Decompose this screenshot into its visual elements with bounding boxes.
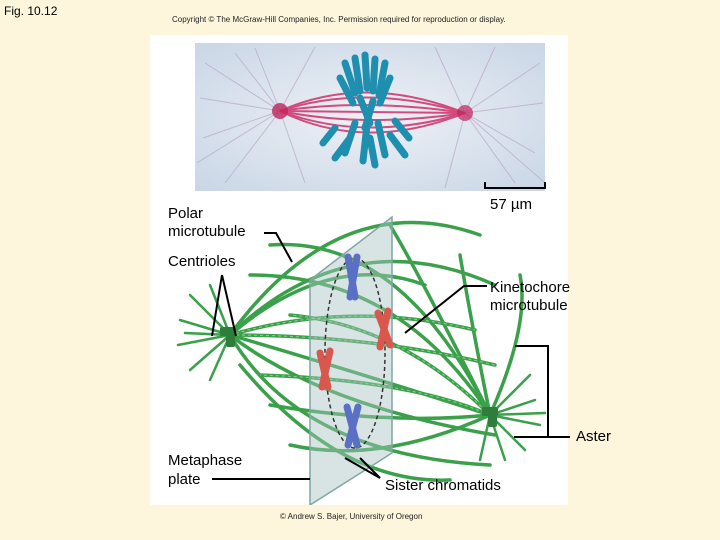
centrioles-leader-1: [211, 274, 223, 337]
centrioles-leader-2: [221, 274, 237, 337]
photo-credit: © Andrew S. Bajer, University of Oregon: [280, 512, 423, 521]
sister-chromatids-label: Sister chromatids: [385, 477, 501, 494]
chromosome-left: [316, 347, 334, 391]
sister-leader-1: [344, 457, 381, 479]
sister-leader-2: [359, 457, 381, 479]
scale-bar-label: 57 µm: [490, 196, 532, 213]
chromosome-top: [344, 253, 361, 301]
centrioles-label: Centrioles: [168, 253, 236, 270]
figure-label: Fig. 10.12: [4, 4, 58, 18]
kinetochore-leader: [404, 285, 487, 334]
left-centrioles: [220, 327, 236, 347]
kinetochore-microtubule-label-line2: microtubule: [490, 297, 568, 314]
kinetochore-microtubule-label-line1: Kinetochore: [490, 279, 571, 296]
right-centrioles: [482, 407, 498, 427]
aster-label: Aster: [576, 428, 612, 445]
figure-panel: [150, 35, 568, 505]
chromosome-bottom: [343, 403, 362, 449]
aster-bracket: [514, 345, 549, 438]
polar-microtubule-label-line2: microtubule: [168, 223, 246, 240]
metaphase-plate: [309, 215, 393, 505]
chromosome-right: [374, 307, 394, 351]
metaphase-plate-label-line2: plate: [168, 471, 201, 488]
copyright-notice: Copyright © The McGraw-Hill Companies, I…: [172, 15, 506, 24]
polar-leader: [264, 232, 293, 263]
spindle-diagram: [176, 182, 547, 505]
metaphase-plate-label-line1: Metaphase: [168, 452, 243, 469]
scale-bar: [484, 182, 546, 189]
spindle-micrograph: [195, 43, 545, 191]
polar-microtubule-label-line1: Polar: [168, 205, 204, 222]
